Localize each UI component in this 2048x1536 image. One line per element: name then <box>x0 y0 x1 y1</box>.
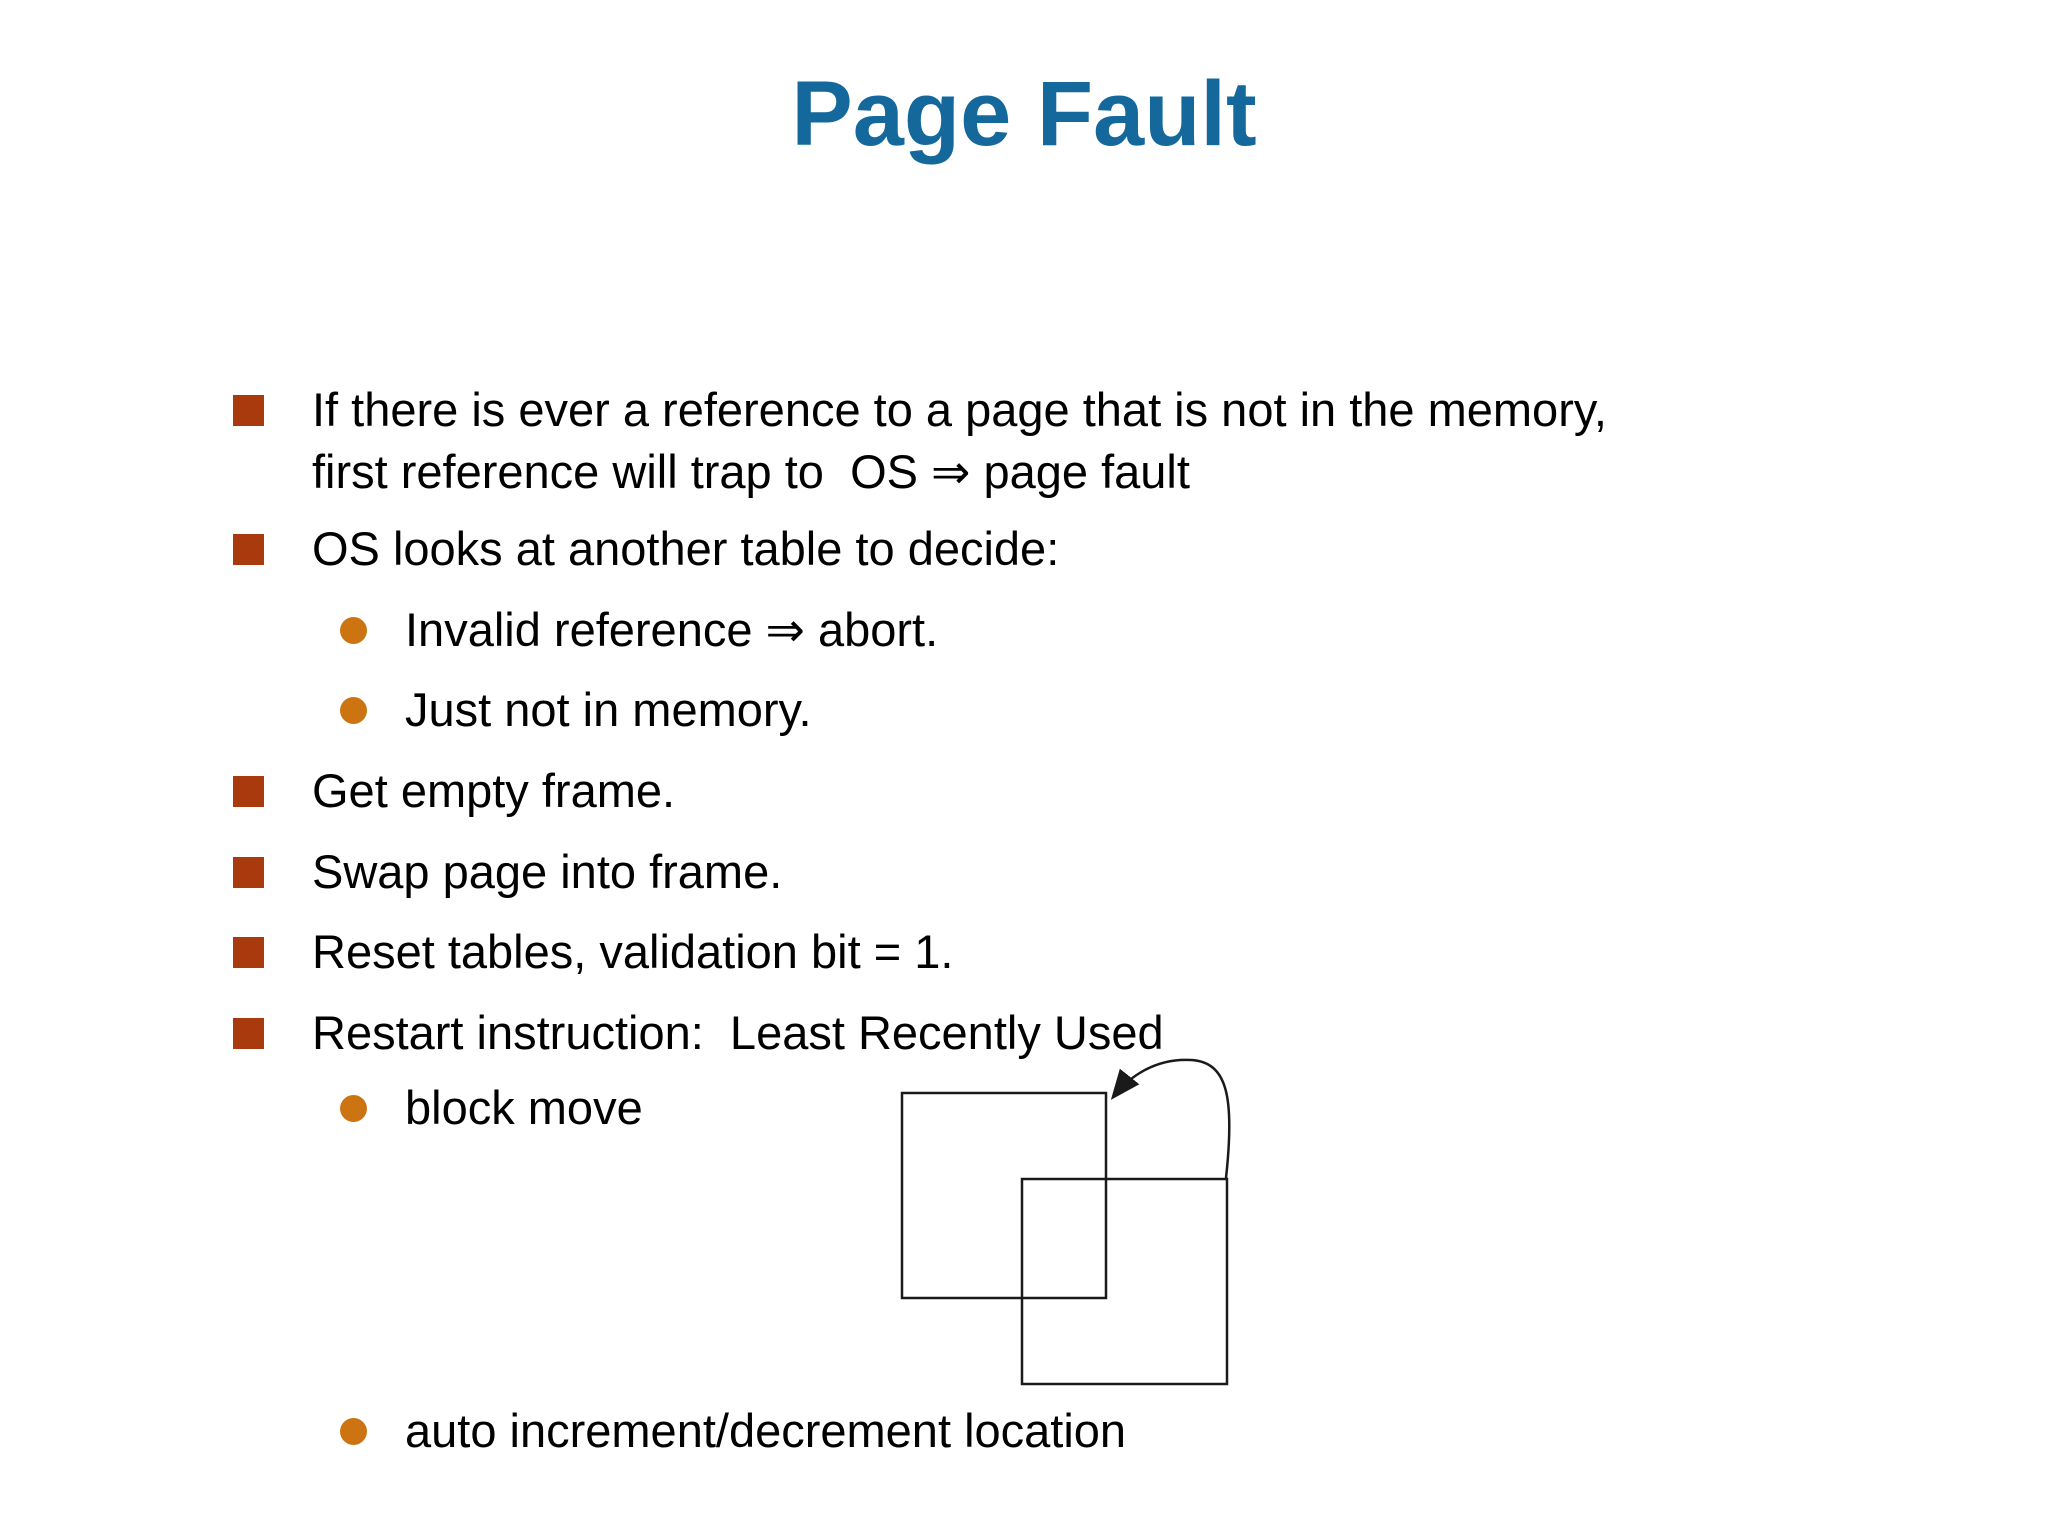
bullet-row: Swap page into frame. <box>233 841 782 903</box>
bullet-text: OS looks at another table to decide: <box>312 522 1060 575</box>
bullet-text: If there is ever a reference to a page t… <box>312 379 1607 503</box>
bullet-text: Restart instruction: Least Recently Used <box>312 1006 1164 1059</box>
sub-bullet-text: auto increment/decrement location <box>405 1404 1127 1457</box>
bullet-text: Swap page into frame. <box>312 845 783 898</box>
circle-bullet-icon <box>340 616 367 644</box>
sub-bullet-text: block move <box>405 1081 643 1134</box>
bullet-text: Get empty frame. <box>312 764 676 817</box>
square-bullet-icon <box>233 936 264 968</box>
bullet-row: Restart instruction: Least Recently Used <box>233 1002 1164 1064</box>
bullet-text-line: If there is ever a reference to a page t… <box>312 383 1607 436</box>
square-bullet-icon <box>233 395 264 426</box>
bullet-row: Reset tables, validation bit = 1. <box>233 921 953 983</box>
sub-bullet-row: block move <box>340 1077 643 1139</box>
sub-bullet-row: auto increment/decrement location <box>340 1400 1126 1462</box>
sub-bullet-text: Just not in memory. <box>405 683 812 736</box>
circle-bullet-icon <box>340 1094 367 1122</box>
bullet-row: Get empty frame. <box>233 760 675 822</box>
bullet-text-line: first reference will trap to OS ⇒ page f… <box>312 445 1190 498</box>
bullet-row: OS looks at another table to decide: <box>233 518 1059 580</box>
lower-square <box>1020 1177 1229 1386</box>
page-title: Page Fault <box>791 63 1257 165</box>
square-bullet-icon <box>233 533 264 565</box>
bullet-text: Reset tables, validation bit = 1. <box>312 925 954 978</box>
sub-bullet-row: Invalid reference ⇒ abort. <box>340 599 938 661</box>
bullet-row: If there is ever a reference to a page t… <box>233 379 1607 503</box>
sub-bullet-text: Invalid reference ⇒ abort. <box>405 603 939 656</box>
circle-bullet-icon <box>340 696 367 724</box>
square-bullet-icon <box>233 856 264 888</box>
square-bullet-icon <box>233 775 264 807</box>
circle-bullet-icon <box>340 1417 367 1445</box>
square-bullet-icon <box>233 1017 264 1049</box>
sub-bullet-row: Just not in memory. <box>340 679 812 741</box>
curved-arrow <box>1110 1058 1231 1179</box>
upper-square <box>900 1091 1108 1300</box>
